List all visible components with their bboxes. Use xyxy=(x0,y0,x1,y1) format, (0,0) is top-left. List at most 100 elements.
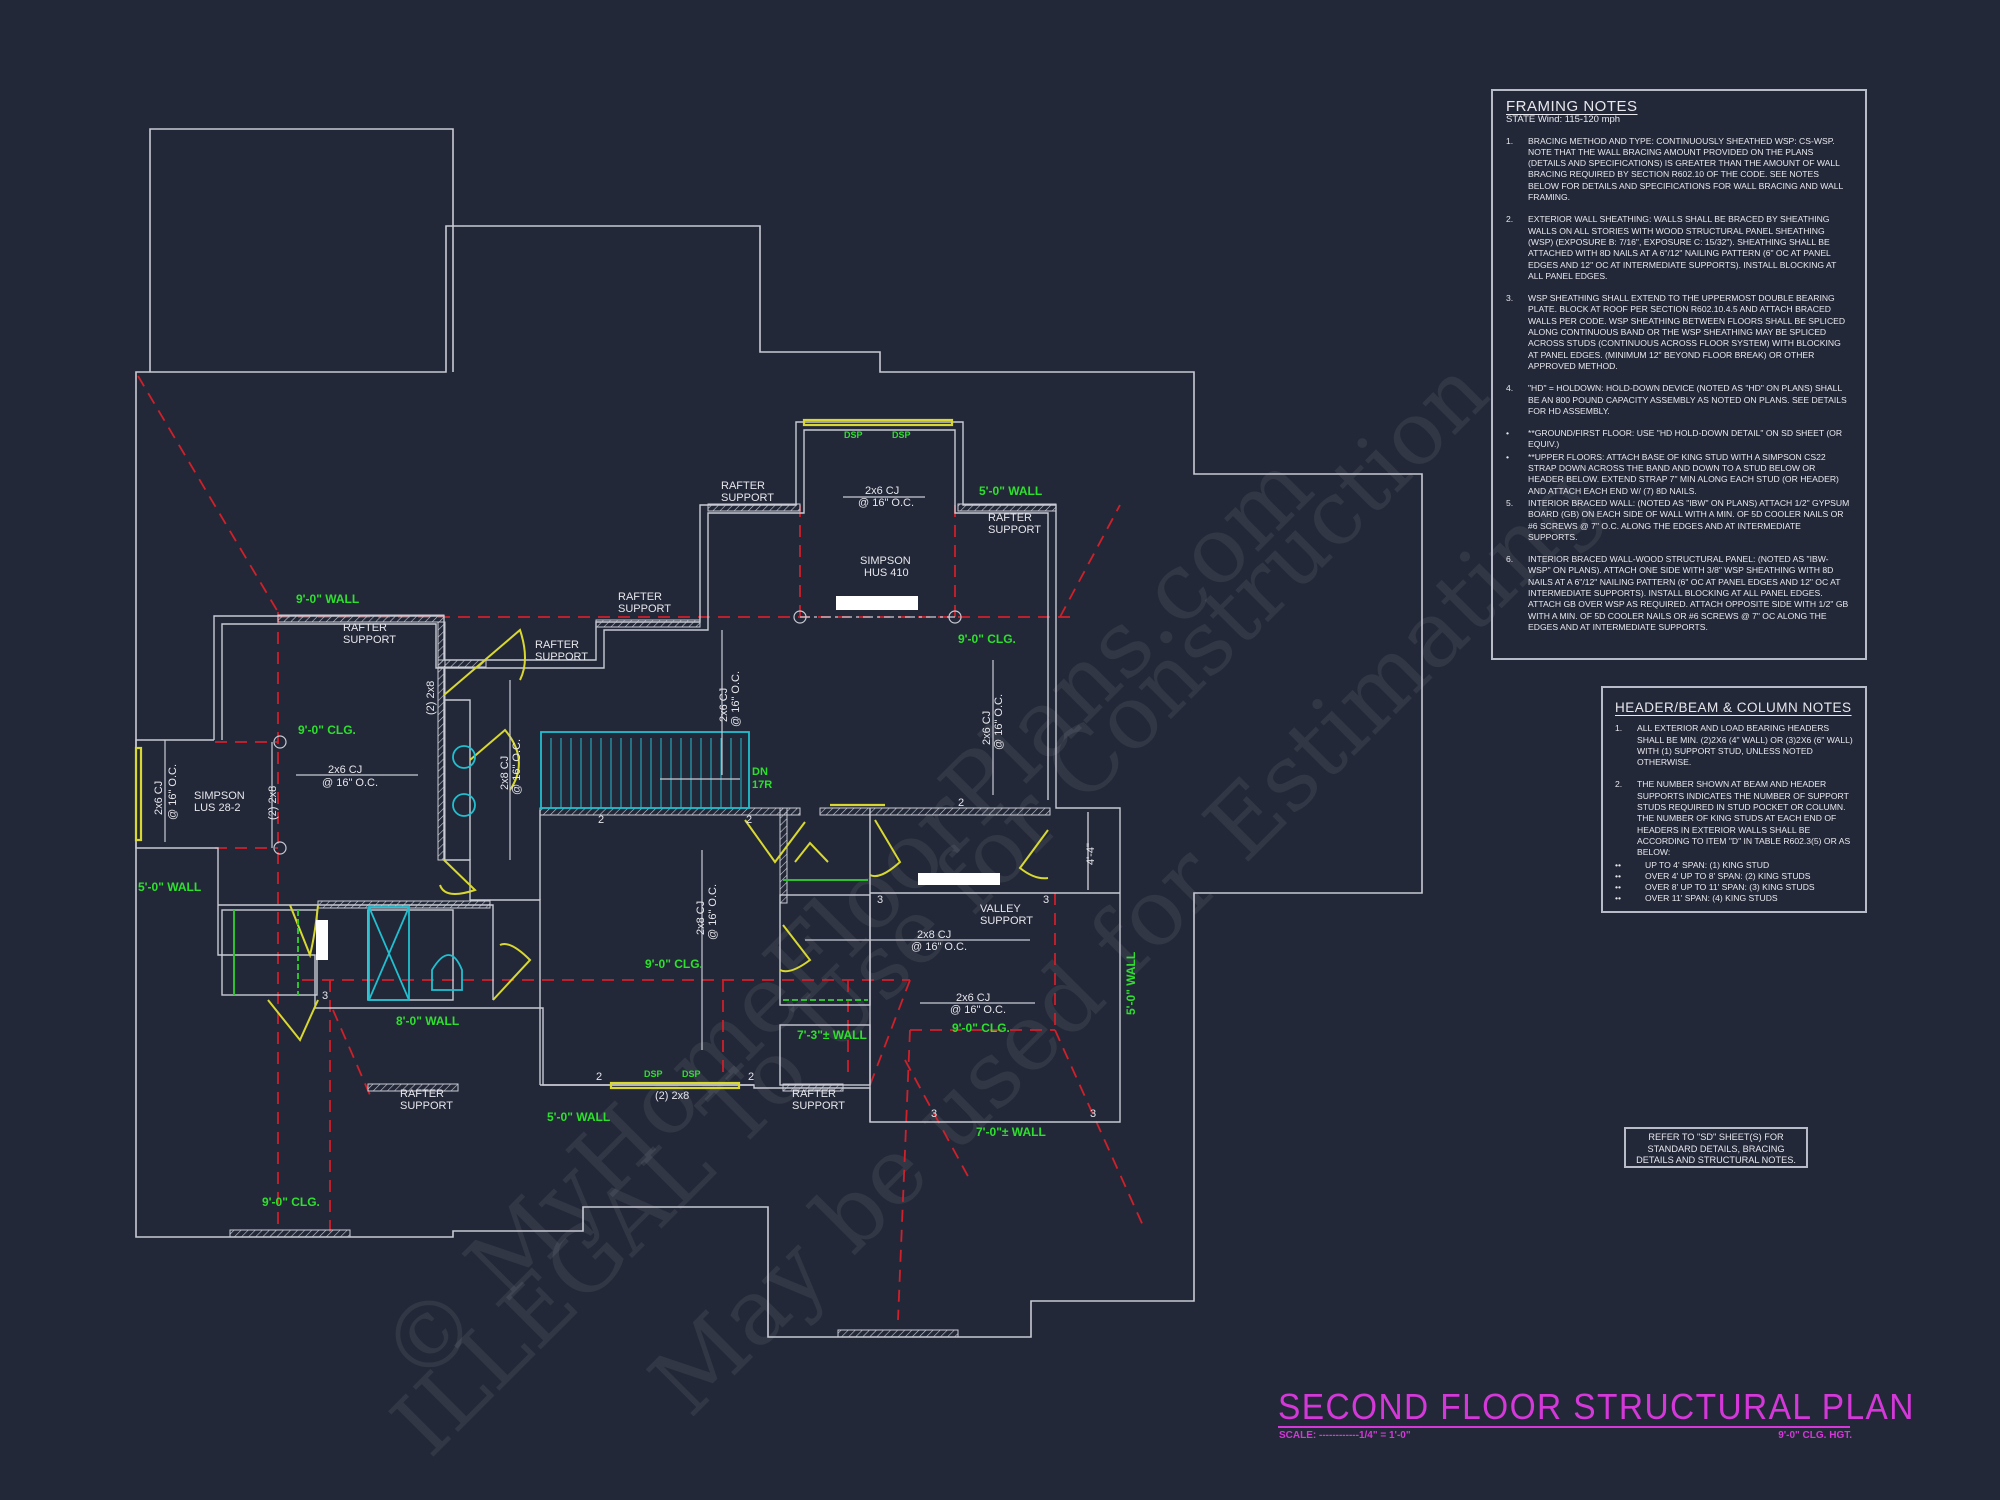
span-item: ••UP TO 4' SPAN: (1) KING STUD xyxy=(1615,860,1853,871)
refer-note-line: DETAILS AND STRUCTURAL NOTES. xyxy=(1636,1155,1796,1165)
watermark-line-2: ILLEGAL To Use for Construction xyxy=(372,340,1507,1475)
span-item: ••OVER 11' SPAN: (4) KING STUDS xyxy=(1615,893,1853,904)
stud-count: 3 xyxy=(1090,1108,1096,1120)
closet-rods xyxy=(233,879,868,1001)
note-number: • xyxy=(1506,428,1510,439)
note-item: 2.THE NUMBER SHOWN AT BEAM AND HEADER SU… xyxy=(1615,779,1853,858)
ceiling-height-label: 9'-0" CLG. xyxy=(645,957,703,971)
note-number: 2. xyxy=(1615,779,1623,790)
rafter-support-label: SUPPORT xyxy=(343,634,396,646)
bullet-icon: •• xyxy=(1615,893,1622,904)
note-item: •**UPPER FLOORS: ATTACH BASE OF KING STU… xyxy=(1506,452,1851,497)
note-text: EXTERIOR WALL SHEATHING: WALLS SHALL BE … xyxy=(1528,214,1837,281)
beam-label: (2) 2x8 xyxy=(267,786,279,820)
note-number: 1. xyxy=(1506,135,1514,146)
ceiling-joist-label: 2x6 CJ xyxy=(153,781,165,815)
wall-height-label: 5'-0" WALL xyxy=(138,880,201,894)
dsp-label: DSP xyxy=(644,1069,663,1079)
note-item: 4."HD" = HOLDOWN: HOLD-DOWN DEVICE (NOTE… xyxy=(1506,383,1851,417)
note-item: 1. ALL EXTERIOR AND LOAD BEARING HEADERS … xyxy=(1615,723,1853,768)
note-number: • xyxy=(1506,451,1510,462)
framing-notes-panel: FRAMING NOTES STATE Wind: 115-120 mph 1.… xyxy=(1491,89,1867,660)
ceiling-joist-label: @ 16" O.C. xyxy=(511,739,523,795)
ceiling-joist-label: @ 16" O.C. xyxy=(167,764,179,820)
shower-icon xyxy=(368,906,410,1001)
framing-notes-subheading: STATE Wind: 115-120 mph xyxy=(1506,114,1621,126)
fixtures xyxy=(368,731,750,1001)
ceiling-joist-label: @ 16" O.C. xyxy=(950,1004,1006,1016)
span-text: OVER 8' UP TO 11' SPAN: (3) KING STUDS xyxy=(1645,882,1815,893)
sink-icon xyxy=(452,793,476,817)
drawing-title: SECOND FLOOR STRUCTURAL PLAN xyxy=(1278,1386,1915,1427)
dimension-arrows xyxy=(164,496,1035,1050)
rafter-support-label: RAFTER xyxy=(618,591,662,603)
ceiling-joist-label: @ 16" O.C. xyxy=(911,941,967,953)
stud-count: 2 xyxy=(598,814,604,826)
rafter-support-label: RAFTER xyxy=(721,480,765,492)
note-text: BRACING METHOD AND TYPE: CONTINUOUSLY SH… xyxy=(1528,135,1843,203)
stud-count: 3 xyxy=(322,990,328,1002)
rafter-support-label: RAFTER xyxy=(988,512,1032,524)
ceiling-joist-label: 2x8 CJ xyxy=(917,929,951,941)
beam-tags xyxy=(316,596,1000,960)
rafter-support-label: SUPPORT xyxy=(988,524,1041,536)
hanger-label: HUS 410 xyxy=(864,567,909,579)
ceiling-joist-label: 2x6 CJ xyxy=(956,992,990,1004)
span-text: UP TO 4' SPAN: (1) KING STUD xyxy=(1645,859,1770,870)
bullet-icon: •• xyxy=(1615,882,1622,893)
ceiling-height-label: 9'-0" CLG. xyxy=(298,723,356,737)
wall-height-label: 5'-0" WALL xyxy=(979,484,1042,498)
header-notes-heading: HEADER/BEAM & COLUMN NOTES xyxy=(1615,700,1852,715)
valley-support-label: VALLEY xyxy=(980,903,1021,915)
rafter-support-label: RAFTER xyxy=(792,1088,836,1100)
doors xyxy=(267,628,1049,1042)
wall-height-label: 5'-0" WALL xyxy=(547,1110,610,1124)
valley-support-label: SUPPORT xyxy=(980,915,1033,927)
note-item: 6.INTERIOR BRACED WALL-WOOD STRUCTURAL P… xyxy=(1506,554,1851,633)
note-item: 2.EXTERIOR WALL SHEATHING: WALLS SHALL B… xyxy=(1506,214,1851,282)
king-stud-span-list: ••UP TO 4' SPAN: (1) KING STUD••OVER 4' … xyxy=(1615,860,1853,905)
staircase xyxy=(540,731,750,809)
refer-note-line: REFER TO "SD" SHEET(S) FOR xyxy=(1648,1132,1784,1142)
note-item: 1. BRACING METHOD AND TYPE: CONTINUOUSLY … xyxy=(1506,136,1851,204)
wall-height-label: 5'-0" WALL xyxy=(1124,952,1138,1015)
refer-note: REFER TO "SD" SHEET(S) FOR STANDARD DETA… xyxy=(1624,1127,1808,1168)
wall-height-label: 8'-0" WALL xyxy=(396,1014,459,1028)
framing-notes-heading: FRAMING NOTES xyxy=(1506,98,1638,115)
rafter-support-label: SUPPORT xyxy=(618,603,671,615)
wall-height-label: 7'-3"± WALL xyxy=(797,1028,867,1042)
rafter-support-label: RAFTER xyxy=(343,622,387,634)
note-item: • **GROUND/FIRST FLOOR: USE "HD HOLD-DOWN… xyxy=(1506,428,1851,451)
span-item: •• OVER 4' UP TO 8' SPAN: (2) KING STUDS xyxy=(1615,871,1853,882)
span-item: •• OVER 8' UP TO 11' SPAN: (3) KING STUDS xyxy=(1615,882,1853,893)
ceiling-joist-label: 2x6 CJ xyxy=(865,485,899,497)
note-number: 4. xyxy=(1506,383,1514,394)
toilet-icon xyxy=(431,954,463,991)
ceiling-joist-label: @ 16" O.C. xyxy=(322,777,378,789)
note-number: 5. xyxy=(1506,497,1514,508)
roof-outline xyxy=(135,128,1423,1338)
stud-count: 2 xyxy=(958,797,964,809)
note-text: ALL EXTERIOR AND LOAD BEARING HEADERS SH… xyxy=(1637,723,1853,768)
ceiling-joist-label: 2x6 CJ xyxy=(981,711,993,745)
title-underline xyxy=(1278,1426,1850,1428)
note-text: **GROUND/FIRST FLOOR: USE "HD HOLD-DOWN … xyxy=(1528,428,1843,450)
note-number: 6. xyxy=(1506,554,1514,565)
note-item: 3.WSP SHEATHING SHALL EXTEND TO THE UPPE… xyxy=(1506,293,1851,372)
beam-label: (2) 2x8 xyxy=(655,1090,689,1102)
rafter-support-label: SUPPORT xyxy=(400,1100,453,1112)
stair-treads xyxy=(550,738,742,808)
note-number: 1. xyxy=(1615,723,1623,734)
framing-notes-list: 1. BRACING METHOD AND TYPE: CONTINUOUSLY … xyxy=(1506,136,1851,634)
ceiling-joist-label: @ 16" O.C. xyxy=(707,884,719,940)
stud-count: 3 xyxy=(931,1108,937,1120)
bullet-icon: •• xyxy=(1615,870,1622,881)
span-text: OVER 4' UP TO 8' SPAN: (2) KING STUDS xyxy=(1645,870,1811,881)
wall-height-label: 7'-0"± WALL xyxy=(976,1125,1046,1139)
stud-count: 2 xyxy=(748,1071,754,1083)
stud-count: 2 xyxy=(746,814,752,826)
rafter-support-label: SUPPORT xyxy=(721,492,774,504)
refer-note-line: STANDARD DETAILS, BRACING xyxy=(1647,1143,1785,1154)
rafter-support-label: SUPPORT xyxy=(792,1100,845,1112)
